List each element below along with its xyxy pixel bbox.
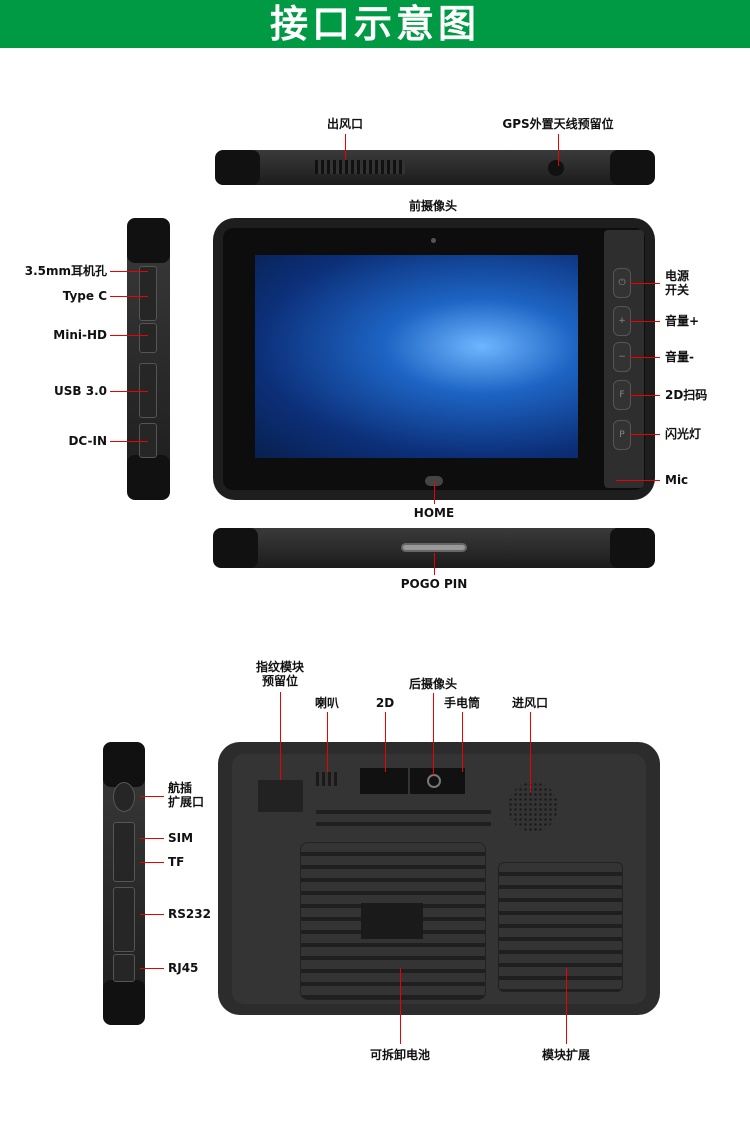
home-button[interactable] bbox=[425, 476, 443, 486]
label-home: HOME bbox=[413, 506, 455, 520]
label-dc-in: DC-IN bbox=[68, 434, 107, 448]
tablet-front: ⏻ + − F P bbox=[213, 218, 655, 500]
tablet-back-side bbox=[103, 742, 145, 1025]
air-in-vent bbox=[508, 782, 558, 832]
label-battery: 可拆卸电池 bbox=[369, 1048, 431, 1062]
label-aviation-plug: 航插 扩展口 bbox=[168, 781, 205, 809]
fingerprint-module bbox=[258, 780, 303, 812]
tablet-top-edge bbox=[215, 150, 655, 185]
label-module: 模块扩展 bbox=[541, 1048, 591, 1062]
scan-button[interactable]: F bbox=[613, 380, 631, 410]
volume-up-button[interactable]: + bbox=[613, 306, 631, 336]
label-scan: 2D扫码 bbox=[665, 388, 708, 402]
power-button[interactable]: ⏻ bbox=[613, 268, 631, 298]
label-rear-camera: 后摄像头 bbox=[408, 677, 458, 691]
gps-antenna-port bbox=[548, 160, 564, 176]
page-title: 接口示意图 bbox=[0, 0, 750, 48]
tablet-left-side bbox=[127, 218, 170, 500]
label-2d: 2D bbox=[375, 696, 395, 710]
label-rs232: RS232 bbox=[168, 907, 211, 921]
speaker-grille bbox=[316, 772, 338, 786]
air-vent bbox=[315, 160, 405, 174]
label-vol-up: 音量+ bbox=[665, 314, 700, 328]
label-vol-down: 音量- bbox=[665, 350, 694, 364]
label-rj45: RJ45 bbox=[168, 961, 199, 975]
battery-cover bbox=[300, 842, 486, 1000]
label-front-camera: 前摄像头 bbox=[408, 199, 458, 213]
label-pogo: POGO PIN bbox=[400, 577, 468, 591]
label-flashlight: 手电筒 bbox=[443, 696, 481, 710]
label-air-in: 进风口 bbox=[511, 696, 549, 710]
volume-down-button[interactable]: − bbox=[613, 342, 631, 372]
label-usb: USB 3.0 bbox=[54, 384, 107, 398]
label-speaker: 喇叭 bbox=[314, 696, 340, 710]
module-cover bbox=[498, 862, 623, 992]
label-mic: Mic bbox=[665, 473, 689, 487]
rear-camera bbox=[410, 768, 465, 794]
label-mini-hd: Mini-HD bbox=[53, 328, 107, 342]
flash-button[interactable]: P bbox=[613, 420, 631, 450]
label-power: 电源 开关 bbox=[665, 269, 690, 297]
screen bbox=[255, 255, 578, 458]
label-sim: SIM bbox=[168, 831, 194, 845]
label-tf: TF bbox=[168, 855, 185, 869]
pogo-pin bbox=[401, 543, 467, 552]
label-air-out: 出风口 bbox=[326, 117, 364, 131]
label-fingerprint: 指纹模块 预留位 bbox=[255, 660, 305, 688]
rib-lines bbox=[316, 802, 491, 832]
label-gps: GPS外置天线预留位 bbox=[502, 117, 614, 131]
label-audio-jack: 3.5mm耳机孔 bbox=[24, 264, 107, 278]
label-type-c: Type C bbox=[62, 289, 107, 303]
tablet-back bbox=[218, 742, 660, 1015]
scan-window bbox=[360, 768, 408, 794]
front-camera-icon bbox=[431, 238, 436, 243]
label-flash: 闪光灯 bbox=[665, 427, 702, 441]
